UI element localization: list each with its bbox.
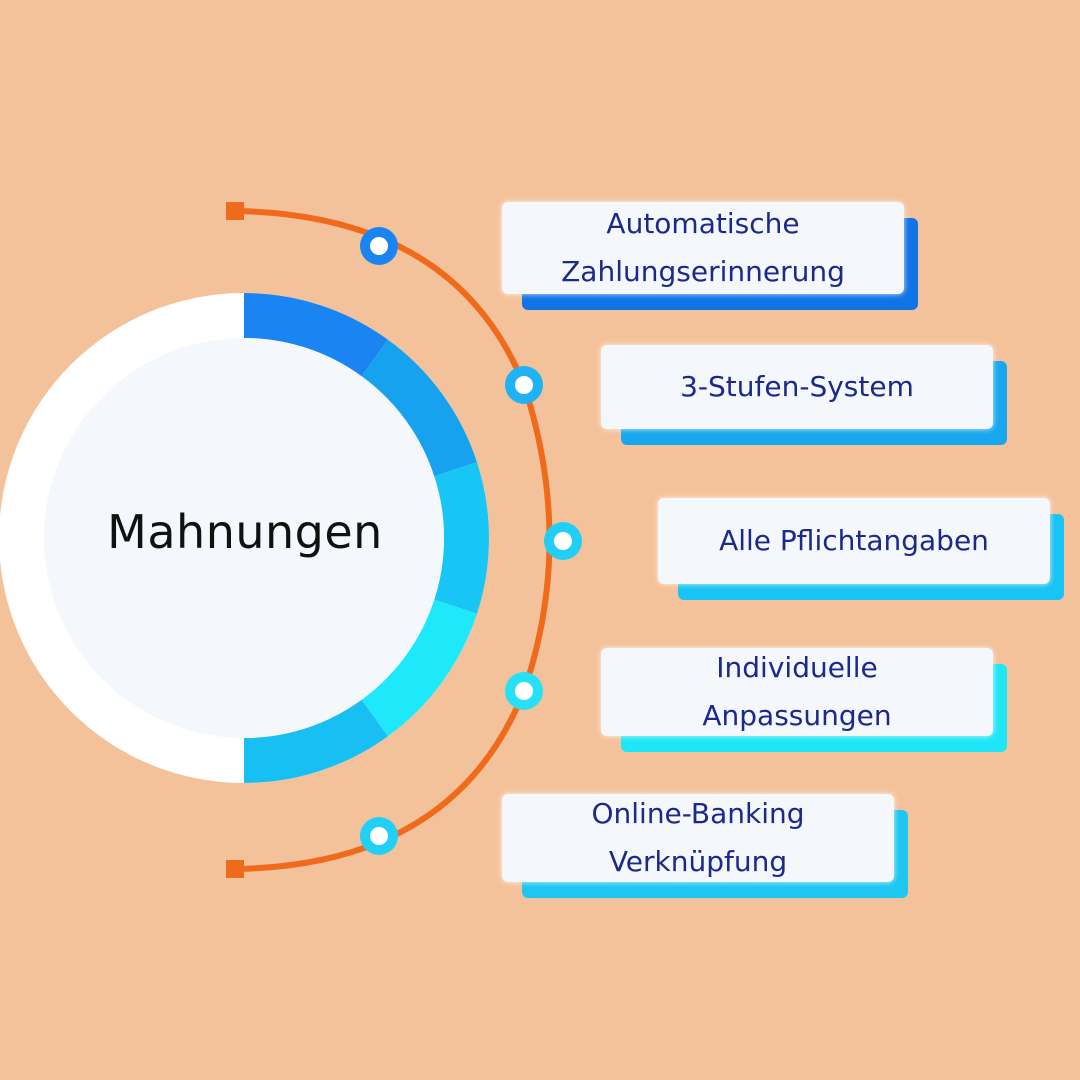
node-center [370, 237, 388, 255]
connector-endcap-top [226, 202, 244, 220]
feature-label: Alle Pflichtangaben [719, 524, 989, 557]
feature-label: Anpassungen [702, 699, 892, 732]
node-center [554, 532, 572, 550]
card-face: Alle Pflichtangaben [658, 498, 1050, 584]
connector-node [544, 522, 582, 560]
feature-label: Verknüpfung [608, 845, 788, 878]
feature-card: 3-Stufen-System [601, 345, 1007, 445]
center-circle [44, 338, 444, 738]
center-title: Mahnungen [107, 505, 383, 559]
connector-nodes [360, 227, 582, 855]
ring-segment [434, 462, 489, 614]
ring-segment [361, 599, 478, 737]
ring-segment [244, 699, 389, 783]
feature-label: 3-Stufen-System [680, 370, 914, 403]
node-center [515, 682, 533, 700]
feature-label: Individuelle [716, 651, 878, 684]
node-center [515, 376, 533, 394]
connector-node [360, 227, 398, 265]
connector-node [360, 817, 398, 855]
connector-node [505, 672, 543, 710]
ring-segment [244, 293, 389, 377]
feature-label: Online-Banking [591, 797, 805, 830]
feature-label: Zahlungserinnerung [561, 255, 845, 288]
card-face: 3-Stufen-System [601, 345, 993, 429]
feature-label: Automatische [606, 207, 800, 240]
feature-card: Alle Pflichtangaben [658, 498, 1064, 600]
connector-endcap-bottom [226, 860, 244, 878]
ring-segment [361, 339, 478, 477]
connector-node [505, 366, 543, 404]
node-center [370, 827, 388, 845]
